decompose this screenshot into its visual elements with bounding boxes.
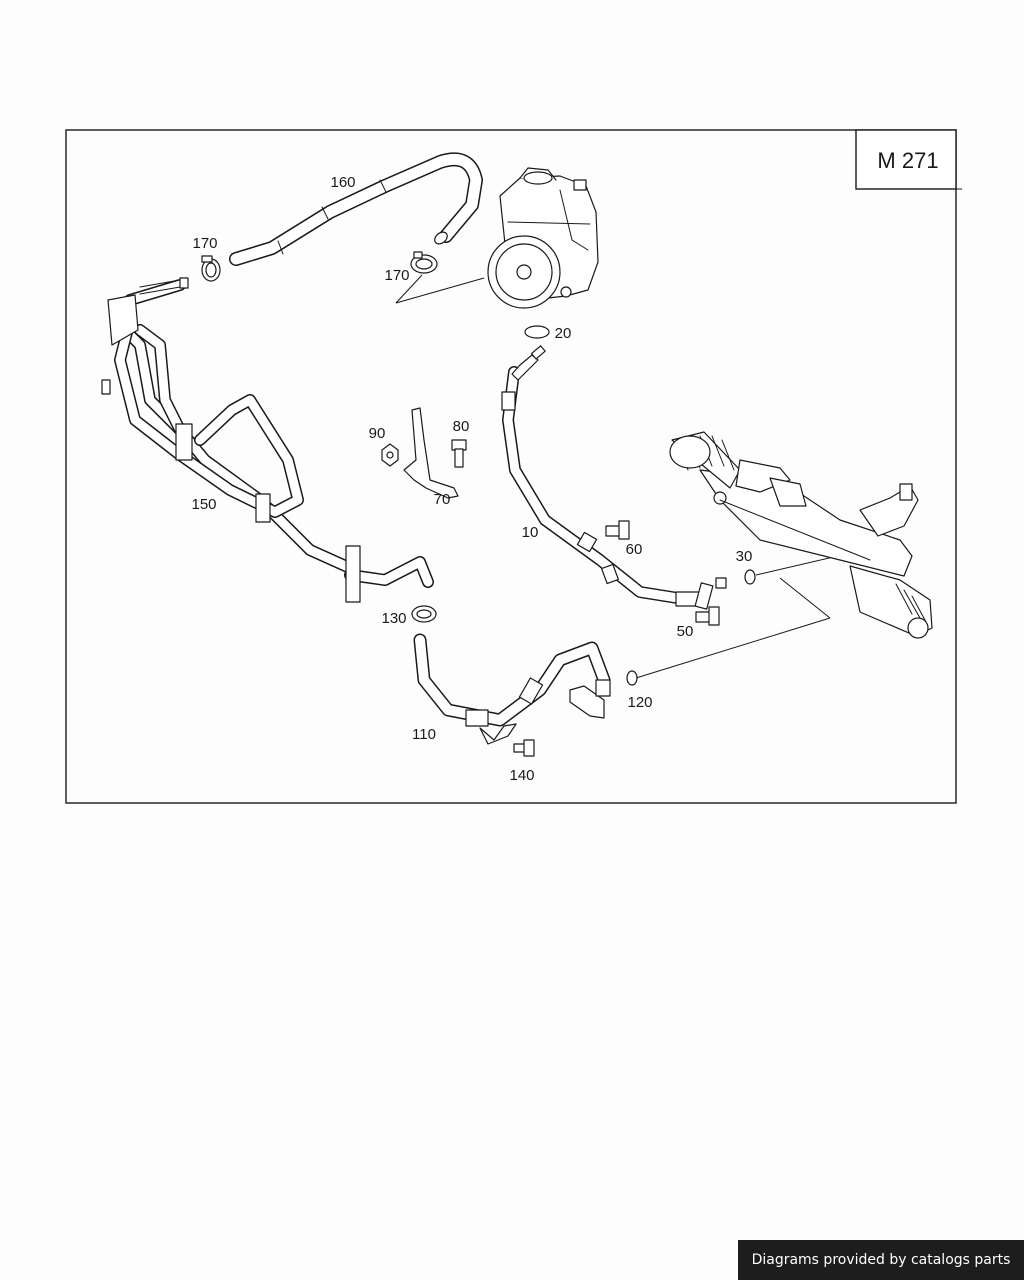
- hose-150-cooler: [101, 277, 356, 574]
- diagram-frame: [65, 129, 957, 804]
- power-steering-pump: [487, 167, 599, 309]
- footer-credit: Diagrams provided by catalogs parts: [738, 1240, 1024, 1280]
- bolt-140: [513, 739, 535, 757]
- clamp-170-right: [410, 251, 438, 274]
- hose-110: [413, 633, 611, 745]
- bolt-80: [451, 439, 467, 468]
- o-ring-20: [524, 325, 550, 339]
- callout-90: 90: [369, 425, 386, 442]
- hose-10: [501, 345, 727, 610]
- model-label: M 271: [877, 148, 938, 173]
- hose-130-return-end: [344, 545, 437, 623]
- model-label-box: [855, 129, 957, 190]
- callout-130: 130: [381, 610, 406, 627]
- callout-170-right: 170: [384, 267, 409, 284]
- callout-120: 120: [627, 694, 652, 711]
- callout-30: 30: [736, 548, 753, 565]
- callout-20: 20: [555, 325, 572, 342]
- bolt-60: [605, 520, 630, 540]
- callout-50: 50: [677, 623, 694, 640]
- callout-110: 110: [412, 726, 436, 743]
- callout-170-left: 170: [192, 235, 217, 252]
- bolt-50: [695, 606, 720, 626]
- bracket-70: [403, 407, 459, 499]
- callout-10: 10: [522, 524, 539, 541]
- callout-80: 80: [453, 418, 470, 435]
- nut-90: [381, 443, 399, 467]
- o-ring-30: [744, 569, 756, 585]
- callout-160: 160: [330, 174, 355, 191]
- o-ring-120: [626, 670, 638, 686]
- callout-140: 140: [509, 767, 534, 784]
- hose-160: [229, 152, 483, 266]
- clamp-170-left: [201, 255, 221, 282]
- steering-rack: [669, 431, 933, 639]
- callout-150: 150: [191, 496, 216, 513]
- callout-60: 60: [626, 541, 643, 558]
- callout-70: 70: [434, 491, 451, 508]
